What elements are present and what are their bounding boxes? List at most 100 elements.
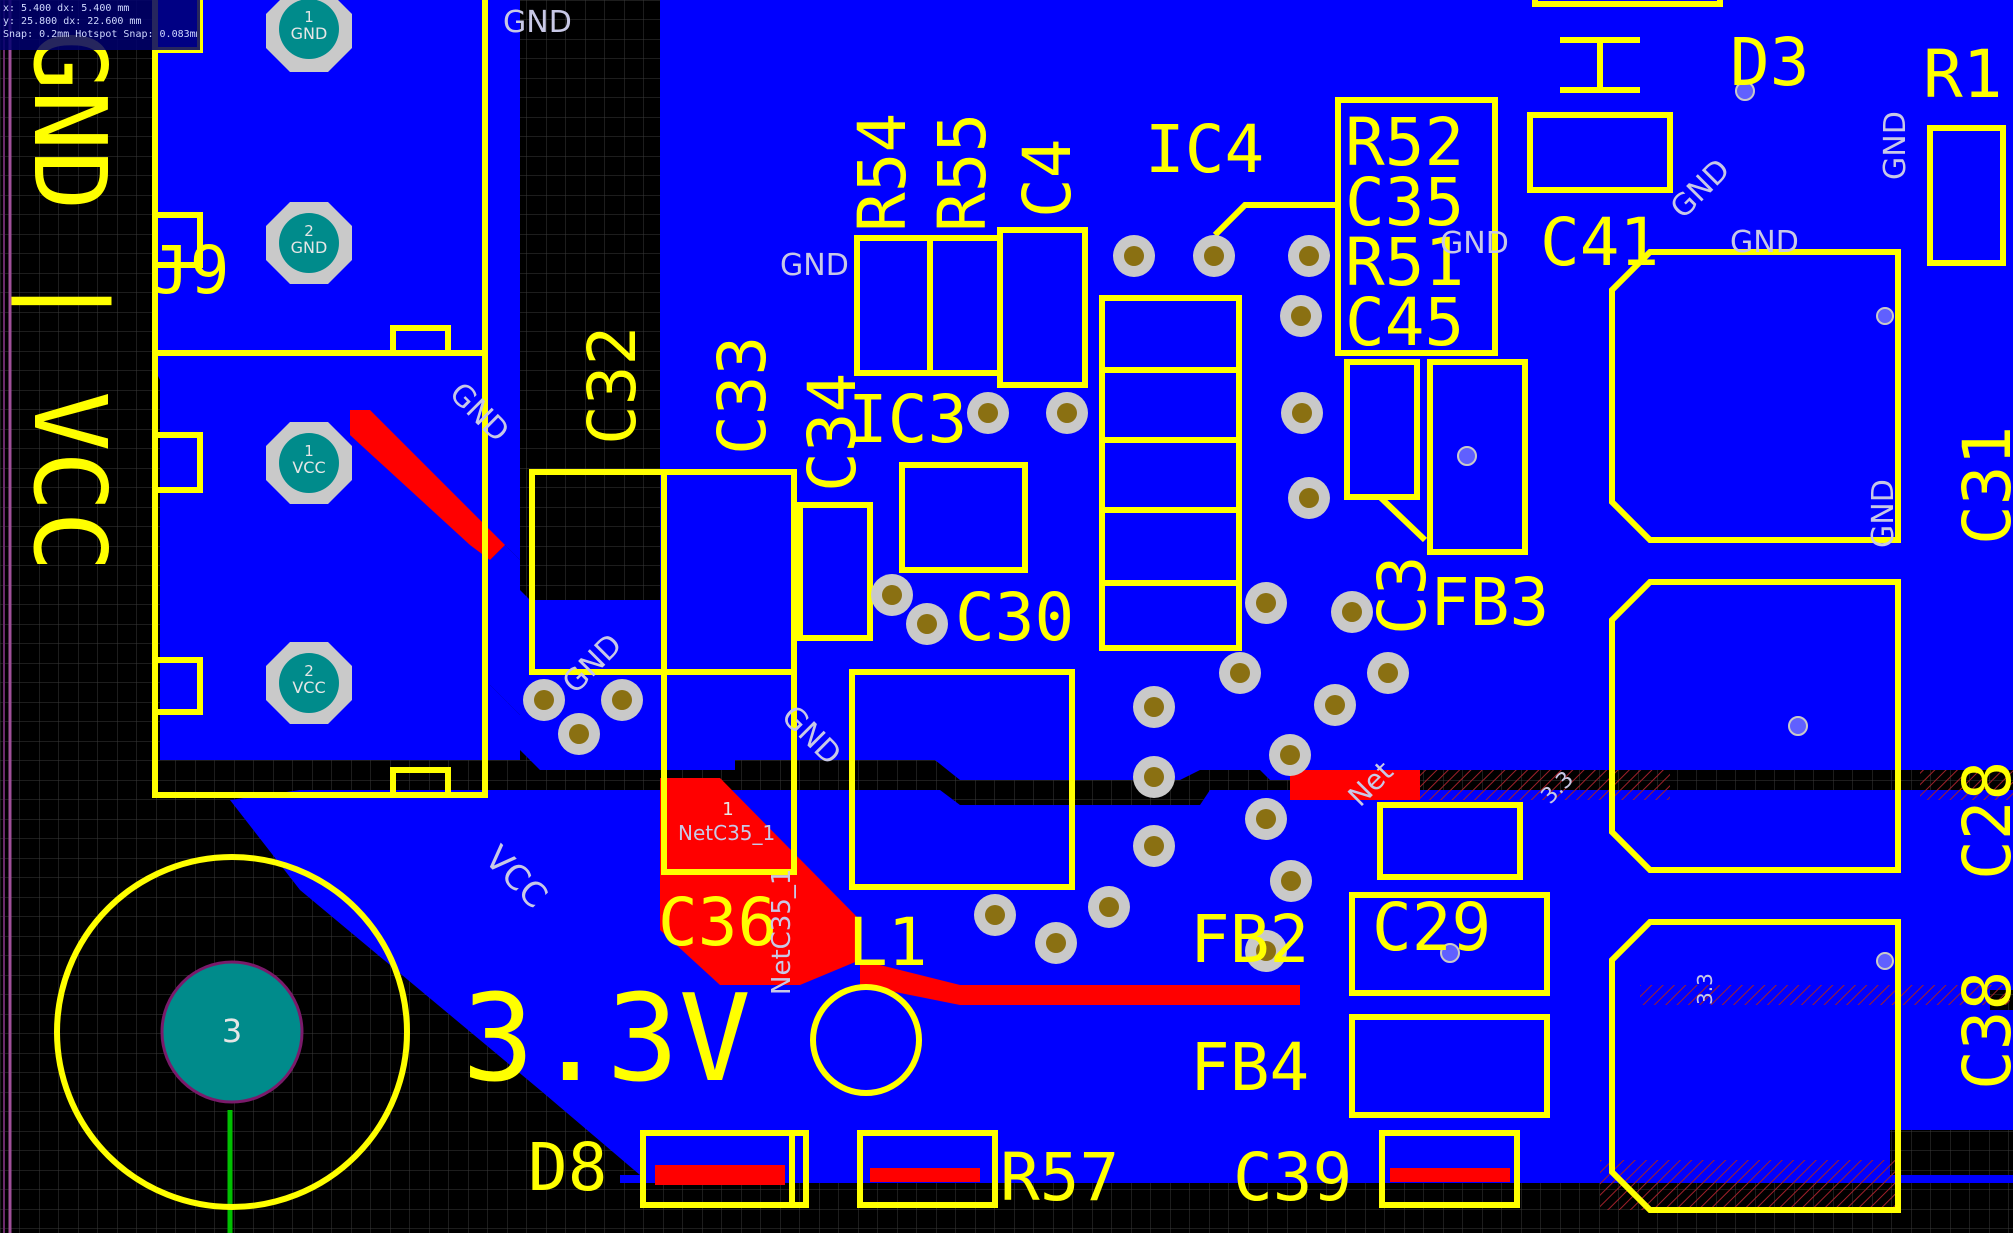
readout-line-3: Snap: 0.2mm Hotspot Snap: 0.083mm [3, 29, 197, 40]
pad-num-j9-4: 2 [304, 662, 314, 680]
c31-outline[interactable] [1609, 249, 1901, 543]
label-fb2: FB2 [1190, 901, 1309, 978]
pad-net-j9-4: VCC [292, 678, 325, 697]
label-fb4: FB4 [1190, 1029, 1309, 1106]
j9-outline[interactable] [152, 0, 488, 798]
readout-line-2: y: 25.800 dx: 22.600 mm [3, 16, 142, 27]
net-gnd-top: GND [503, 5, 572, 40]
j9-tab-2 [390, 767, 451, 798]
red-trace-bottom-run[interactable] [860, 960, 1300, 1005]
ic4-leader [1212, 202, 1338, 238]
rail-label-3v3: 3.3V [462, 970, 751, 1109]
pad-num-j9-3: 1 [304, 442, 314, 460]
label-c31: C31 [1949, 426, 2013, 545]
red-trace-right-stub[interactable] [1640, 985, 2010, 1005]
d3-symbol [1560, 37, 1640, 93]
j9-pads [266, 0, 352, 724]
label-j9: J9 [150, 232, 229, 309]
d8-outline[interactable] [640, 1130, 809, 1208]
label-c28: C28 [1949, 761, 2013, 880]
net-gnd-vert-2: GND [1866, 479, 1901, 548]
j9-tab-1 [390, 325, 451, 356]
label-c4: C4 [1009, 139, 1086, 218]
red-trace-right-stub-2[interactable] [1290, 770, 1420, 800]
label-c38: C38 [1949, 971, 2013, 1090]
label-c39: C39 [1233, 1139, 1352, 1216]
d3-outline[interactable] [1527, 112, 1673, 193]
j9-notch-2 [155, 432, 203, 493]
fb4-outline[interactable] [1349, 1014, 1550, 1118]
label-c34: C34 [794, 373, 871, 492]
net-gnd-c41: GND [1440, 226, 1509, 261]
gnd-vcc-label: GND | VCC [11, 30, 128, 572]
red-pad-c39[interactable] [1390, 1168, 1510, 1182]
red-hatched-1 [1420, 770, 1670, 800]
r57-outline[interactable] [857, 1130, 998, 1208]
label-c36: C36 [658, 884, 777, 961]
net-gnd-c31: GND [1730, 225, 1799, 260]
j9-notch-1 [155, 212, 203, 268]
red-hatched-2 [1920, 770, 2013, 800]
d3-top-bar [1532, 0, 1723, 7]
pad-num-mount: 3 [222, 1012, 242, 1050]
label-r1: R1 [1923, 36, 2002, 113]
pad-num-j9-1: 1 [304, 8, 314, 26]
coordinate-readout: x: 5.400 dx: 5.400 mm y: 25.800 dx: 22.6… [0, 0, 200, 50]
label-r57: R57 [1000, 1139, 1119, 1216]
c28-outline[interactable] [1609, 579, 1901, 873]
label-c32: C32 [574, 326, 651, 445]
label-c45: C45 [1345, 284, 1464, 361]
copper-pour-upper-left[interactable] [155, 0, 520, 760]
r52-group-box[interactable] [1335, 97, 1498, 356]
j9-notch-3 [155, 657, 203, 715]
c38-outline[interactable] [1609, 919, 1901, 1213]
label-ic3: IC3 [848, 381, 967, 458]
label-r52: R52 [1345, 104, 1464, 181]
label-r55: R55 [924, 113, 1001, 232]
label-l1: L1 [848, 904, 927, 981]
rail-marker-circle [810, 984, 922, 1096]
net-gnd-r54: GND [780, 248, 849, 283]
red-pad-r57[interactable] [870, 1168, 980, 1182]
c39-outline[interactable] [1379, 1130, 1520, 1208]
label-d8: D8 [528, 1129, 607, 1206]
label-c33: C33 [704, 336, 781, 455]
fb2-pad-outline[interactable] [1377, 802, 1523, 880]
c4-outline[interactable] [997, 227, 1088, 388]
label-r54: R54 [844, 113, 921, 232]
c34-outline[interactable] [797, 502, 873, 641]
pad-num-j9-2: 2 [304, 222, 314, 240]
c3-leader [1377, 494, 1428, 543]
net-netc35: NetC35_1 [678, 821, 775, 845]
label-c35: C35 [1345, 164, 1464, 241]
l1-outline[interactable] [849, 669, 1075, 890]
label-c29: C29 [1372, 889, 1491, 966]
r1-outline[interactable] [1927, 125, 2006, 266]
ic4-outline[interactable] [1099, 295, 1242, 651]
mount-hole-ring[interactable] [54, 854, 410, 1210]
red-pad-d8[interactable] [655, 1165, 785, 1185]
label-r51: R51 [1345, 224, 1464, 301]
label-fb3: FB3 [1430, 564, 1549, 641]
label-c30: C30 [955, 579, 1074, 656]
mount-hole-pad[interactable] [160, 960, 304, 1104]
label-ic4: IC4 [1145, 111, 1264, 188]
pad-num-c36: 1 [722, 799, 733, 820]
c36-outline[interactable] [661, 669, 797, 875]
fb3-outline[interactable] [1427, 359, 1528, 555]
pad-net-j9-3: VCC [292, 458, 325, 477]
copper-pour-main[interactable] [165, 0, 2013, 780]
readout-line-1: x: 5.400 dx: 5.400 mm [3, 3, 130, 14]
red-trace-diagonal[interactable] [350, 410, 505, 560]
pad-net-j9-1: GND [291, 24, 328, 43]
red-pad-region-c36[interactable] [660, 778, 860, 985]
net-gnd-vert-1: GND [1878, 111, 1913, 180]
c29-outline[interactable] [1349, 892, 1550, 996]
label-d3: D3 [1730, 24, 1809, 101]
net-v33-2: 3.3 [1693, 973, 1717, 1005]
vias [523, 81, 1894, 972]
label-c41: C41 [1540, 204, 1659, 281]
ic3-outline[interactable] [899, 462, 1028, 573]
label-c3: C3 [1364, 556, 1441, 635]
